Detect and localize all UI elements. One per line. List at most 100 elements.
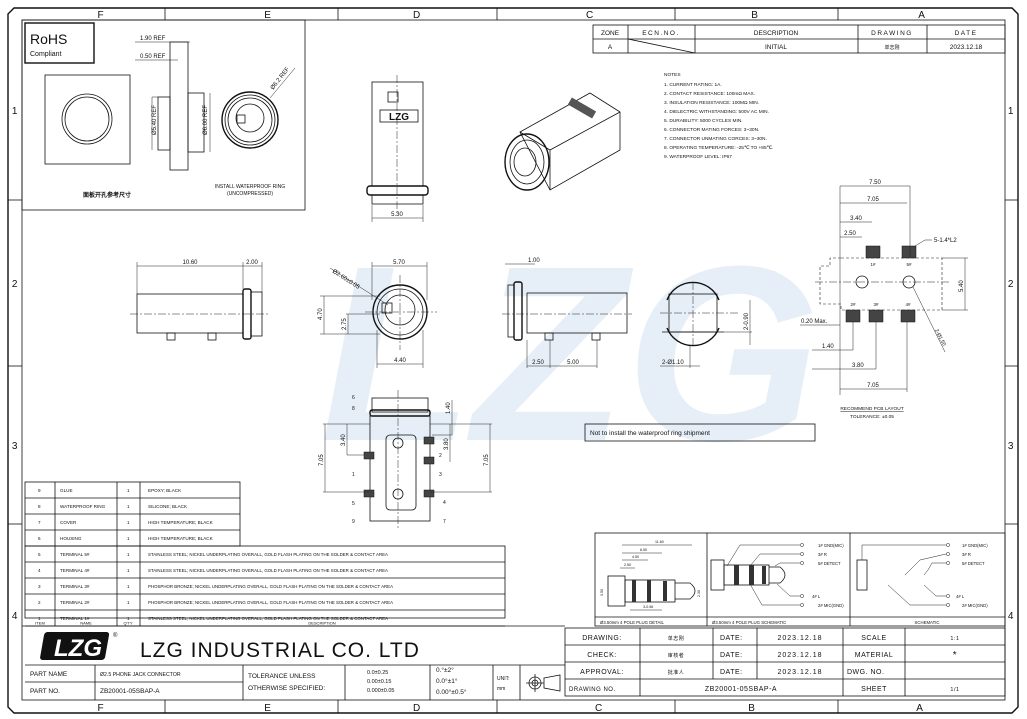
col-label-f-bottom: F [98, 703, 105, 714]
bom-name: TERMINAL 3# [60, 584, 90, 589]
bom-item: 5 [38, 552, 41, 557]
row-label-3-right: 3 [1008, 441, 1014, 452]
col-label-c-bottom: C [595, 703, 603, 714]
bom-description: HIGH TEMPERATURE; BLACK [148, 520, 214, 525]
bom-item: 6 [38, 536, 41, 541]
tol-angle: 0.0°±1° [436, 677, 458, 685]
panel-caption: 面板开孔参考尺寸 [83, 191, 131, 199]
bom-item: 8 [38, 504, 41, 509]
dim-back-height: 2-0.90 [744, 312, 750, 330]
note-item: 3. INSULATION RESISTANCE: 100MΩ MIN. [664, 100, 759, 106]
pcb-dim-w4: 2.50 [844, 231, 856, 237]
bom-description: SILICONE; BLACK [148, 504, 188, 509]
date-label: DATE: [720, 652, 743, 659]
col-label-d-bottom: D [413, 703, 421, 714]
pcb-dim-w3: 3.40 [850, 216, 862, 222]
col-label-c: C [586, 10, 594, 21]
dim-ring-5: Ø6.2 REF [270, 66, 291, 91]
pcb-pin-5: 5# [906, 262, 912, 267]
bom-qty: 1 [127, 504, 130, 509]
plug-dim: 3.50 [600, 589, 604, 596]
callout-4: 4 [443, 500, 446, 506]
bom-name: HOUSING [60, 536, 82, 541]
dim-ring-3: Ø5.40 REF [152, 105, 158, 135]
pin-label: 1# GND(MIC) [962, 543, 988, 548]
dim-bottom-e: 1.40 [446, 402, 452, 414]
approval-label: APPROVAL: [580, 669, 624, 676]
dim-side2-a: 2.50 [532, 360, 544, 366]
bom-name: TERMINAL 2# [60, 600, 90, 605]
bom-description: PHOSPHOR BRONZE; NICKEL UNDERPLATING OVE… [148, 584, 394, 589]
company-logo: LZG ® [40, 632, 118, 662]
row-label-1-right: 1 [1008, 106, 1014, 117]
svg-text:®: ® [113, 632, 118, 639]
dim-ring-2: 0.50 REF [140, 54, 166, 60]
pcb-dim-w2: 7.05 [867, 197, 879, 203]
notes: NOTES 1. CURRENT RATING: 1A. 2. CONTACT … [664, 72, 773, 160]
housing-logo: LZG [389, 112, 409, 123]
schematic-panels: Ø3.50mm 4 POLE PLUG DETAIL Ø3.50mm 4 POL… [594, 532, 1006, 627]
pcb-layout-title: RECOMMEND PCB LAYOUT [840, 406, 903, 412]
bom-item: 4 [38, 568, 41, 573]
dim-front-height: 4.70 [318, 308, 324, 320]
dim-side-length: 10.60 [182, 260, 198, 266]
note-item: 7. CONNECTOR UNMATING CORCES: 3~30N. [664, 136, 767, 142]
pcb-pin-2: 2# [850, 302, 856, 307]
bom-name: TERMINAL 4# [60, 568, 90, 573]
plug-schematic-drawing: 1# GND(MIC) 3# R 5# DETECT 4# L 2# MIC(G… [710, 543, 844, 608]
tol-linear: 0.000±0.05 [367, 688, 395, 694]
drawing-date: 2023.12.18 [777, 635, 822, 642]
pcb-dim-max: 0.20 Max. [801, 319, 828, 325]
material-value: * [953, 650, 957, 661]
dim-bottom-a: 3.40 [341, 434, 347, 446]
tolerance-label-2: OTHERWISE SPECIFIED: [248, 685, 325, 692]
col-label-e: E [264, 10, 271, 21]
svg-text:Not to install the waterproof: Not to install the waterproof ring shipm… [590, 430, 710, 437]
dim-front-bottom: 4.40 [394, 358, 406, 364]
row-label-4-right: 4 [1008, 611, 1014, 622]
dim-ring-4: Ø6.00 REF [203, 105, 209, 135]
check-by: 审核者 [668, 652, 685, 659]
callout-5: 5 [352, 501, 355, 507]
plug-dim: 3-0.56 [643, 605, 653, 609]
dim-bottom-d: 7.05 [484, 454, 490, 466]
pcb-layout-tolerance: TOLERANCE: ±0.05 [850, 414, 894, 420]
rev-header-ecn: ECN.NO. [642, 30, 680, 37]
bom-qty: 1 [127, 552, 130, 557]
note-item: 4. DIELECTRIC WITHSTANDING: 500V AC MIN. [664, 109, 769, 115]
tol-angle: 0.°±2° [436, 666, 454, 674]
check-date: 2023.12.18 [777, 652, 822, 659]
callout-2: 2 [439, 453, 442, 459]
plug-dim: 2.50 [624, 563, 631, 567]
bom-item: 9 [38, 488, 41, 493]
row-label-3: 3 [12, 441, 18, 452]
drawing-label: DRAWING: [582, 635, 622, 642]
pin-label: 4# L [812, 594, 821, 599]
bom-item: 7 [38, 520, 41, 525]
pcb-dim-height: 5.40 [959, 280, 965, 292]
pin-label: 5# DETECT [818, 561, 841, 566]
bom-header-name: NAME [80, 621, 92, 626]
drawing-by: 单志刚 [668, 635, 685, 642]
callout-8: 8 [352, 406, 355, 412]
dim-ring-1: 1.90 REF [140, 36, 166, 42]
part-no: ZB20001-05SBAP-A [100, 688, 160, 695]
plug-detail-caption: Ø3.50mm 4 POLE PLUG DETAIL [600, 620, 665, 625]
callout-7: 7 [443, 519, 446, 525]
material-label: MATERIAL [855, 652, 894, 659]
bom-description: PHOSPHOR BRONZE; NICKEL UNDERPLATING OVE… [148, 600, 394, 605]
title-block: LZG ® LZG INDUSTRIAL CO. LTD PART NAME Ø… [22, 625, 1006, 700]
note-item: 6. CONNECTOR MATING FORCES: 3~30N. [664, 127, 759, 133]
lzg-watermark: LZG ® [320, 214, 820, 493]
pcb-dim-b2: 3.80 [852, 363, 864, 369]
rohs-subtitle: Compliant [30, 51, 62, 58]
bom-qty: 1 [127, 584, 130, 589]
plug-detail-drawing: 11.60 6.50 4.50 2.50 3.50 2.30 3-0.56 [600, 540, 701, 611]
approval-date: 2023.12.18 [777, 669, 822, 676]
bom-name: COVER [60, 520, 77, 525]
panel-cutout-detail: RoHS Compliant 1.90 REF 0.50 REF Ø5.40 R… [21, 19, 306, 211]
pcb-layout: 7.50 7.05 3.40 2.50 5-1.4*L2 5.40 2-Ø1.5… [800, 180, 968, 420]
pcb-dim-w1: 7.50 [869, 180, 881, 186]
bom-qty: 1 [127, 520, 130, 525]
